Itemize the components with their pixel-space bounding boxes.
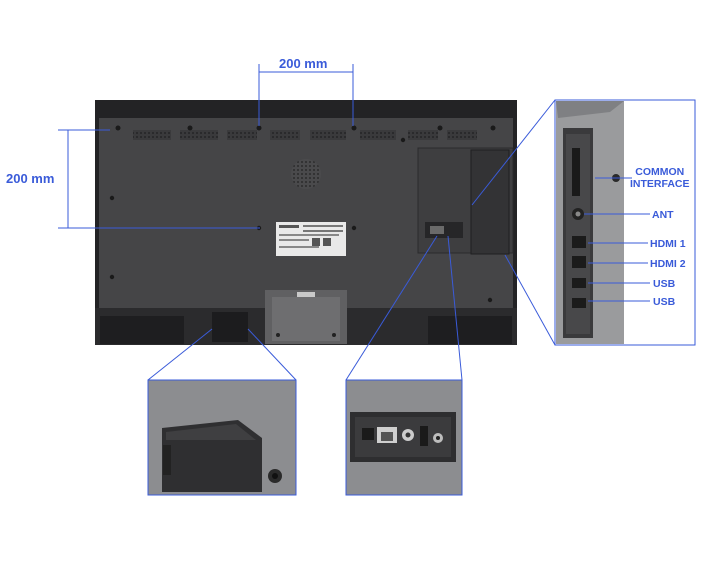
speaker-grille xyxy=(291,159,321,189)
common-interface-label-line2: INTERFACE xyxy=(630,178,690,190)
vertical-dimension-label: 200 mm xyxy=(6,171,55,186)
top-vents xyxy=(133,130,477,140)
power-socket-zoom xyxy=(147,379,297,496)
left-foot-slot xyxy=(100,316,184,344)
usb1-label: USB xyxy=(653,278,676,290)
hdmi-rear-port xyxy=(420,426,428,446)
rear-connectors-zoom xyxy=(345,379,463,496)
power-socket xyxy=(212,312,248,342)
right-foot-slot xyxy=(428,316,512,344)
common-interface-label-line1: COMMON xyxy=(635,166,685,178)
hdmi2-port xyxy=(572,256,586,268)
side-ports-zoom xyxy=(554,99,696,346)
tv-rear-body xyxy=(95,100,517,345)
dimension-lines xyxy=(58,64,354,229)
hdmi2-label: HDMI 2 xyxy=(650,258,686,270)
usb1-port xyxy=(572,278,586,288)
horizontal-dimension-label: 200 mm xyxy=(279,56,328,71)
common-interface-slot xyxy=(572,148,580,196)
common-interface-label: COMMON INTERFACE xyxy=(630,166,690,190)
port-leader-lines xyxy=(147,99,650,381)
hdmi1-label: HDMI 1 xyxy=(650,238,686,250)
mount-screws xyxy=(109,125,496,303)
usb2-label: USB xyxy=(653,296,676,308)
hdmi1-port xyxy=(572,236,586,248)
optical-port xyxy=(362,428,374,440)
ant-label: ANT xyxy=(652,209,674,221)
usb2-port xyxy=(572,298,586,308)
rating-label xyxy=(276,222,346,256)
stand-mount xyxy=(265,290,347,344)
